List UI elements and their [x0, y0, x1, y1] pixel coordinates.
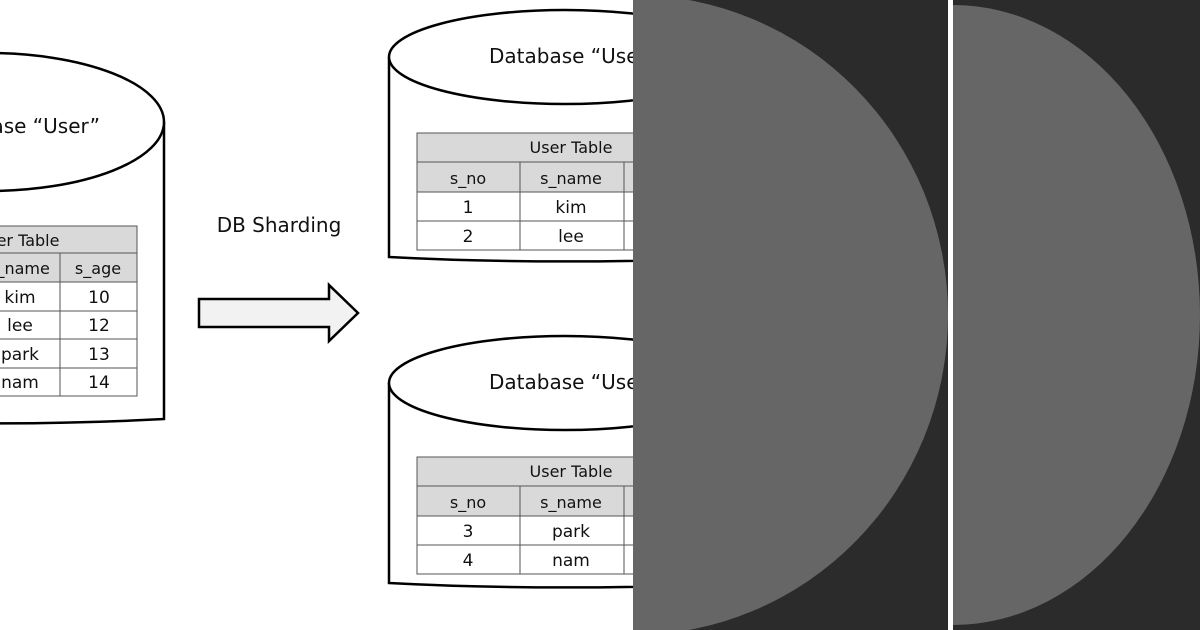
source-col-header-s-name: s_name [0, 259, 50, 279]
sharding-arrow-label: DB Sharding [217, 213, 342, 237]
source-col-header-bg [0, 252, 138, 283]
source-cell: 13 [88, 345, 110, 365]
shard-top-cell: lee [558, 227, 584, 247]
shard-top-cell: 2 [463, 227, 474, 247]
source-table-title: User Table [0, 231, 59, 250]
shard-top-database-title: Database “User” [489, 44, 658, 68]
shard-bottom-cylinder-top [387, 334, 633, 432]
sharding-arrow-shape [197, 282, 360, 344]
source-cell: lee [7, 316, 33, 336]
sharding-arrow: DB Sharding [197, 213, 360, 344]
shard-top-cell: kim [555, 198, 586, 218]
source-user-table: User Table s_no s_name s_age 1 kim 10 2 … [0, 225, 138, 397]
shard-top-table-title: User Table [530, 138, 613, 157]
shard-bottom-col-header-s-no: s_no [450, 493, 486, 513]
overlay-circle-1 [633, 0, 948, 630]
shard-bottom-database: Database “User” User Table s_no s_name s… [387, 334, 658, 589]
shard-top-cell: 1 [463, 198, 474, 218]
source-database: Database “User” User Table s_no s_name s… [0, 51, 166, 425]
source-cell: 14 [88, 373, 110, 393]
source-cell: park [1, 345, 39, 365]
overlay-panels [633, 0, 1200, 630]
shard-bottom-table-title: User Table [530, 462, 613, 481]
source-cell: 10 [88, 288, 110, 308]
shard-bottom-cell: park [552, 522, 590, 542]
shard-bottom-user-table: User Table s_no s_name s_age 3 park 13 4… [416, 456, 633, 575]
shard-top-table-title-bg [416, 132, 633, 163]
shard-bottom-cell: nam [552, 551, 590, 571]
source-cell: nam [1, 373, 39, 393]
shard-top-col-header-s-name: s_name [540, 169, 602, 189]
shard-bottom-table-title-bg [416, 456, 633, 487]
shard-bottom-col-header-s-name: s_name [540, 493, 602, 513]
source-table-title-bg [0, 225, 138, 254]
shard-top-database: Database “User” User Table s_no s_name s… [387, 8, 658, 263]
shard-top-col-header-s-no: s_no [450, 169, 486, 189]
shard-bottom-cell: 3 [463, 522, 474, 542]
shard-top-cylinder-top [387, 8, 633, 106]
source-col-header-s-age: s_age [75, 259, 121, 279]
overlay-divider [948, 0, 953, 630]
source-cylinder-top [0, 51, 166, 193]
shard-bottom-database-title: Database “User” [489, 370, 658, 394]
shard-bottom-cell: 4 [463, 551, 474, 571]
overlay-circle-2 [953, 5, 1200, 625]
shard-top-user-table: User Table s_no s_name s_age 1 kim 10 2 … [416, 132, 633, 251]
source-cell: kim [4, 288, 35, 308]
source-cell: 12 [88, 316, 110, 336]
source-database-title: Database “User” [0, 114, 100, 138]
